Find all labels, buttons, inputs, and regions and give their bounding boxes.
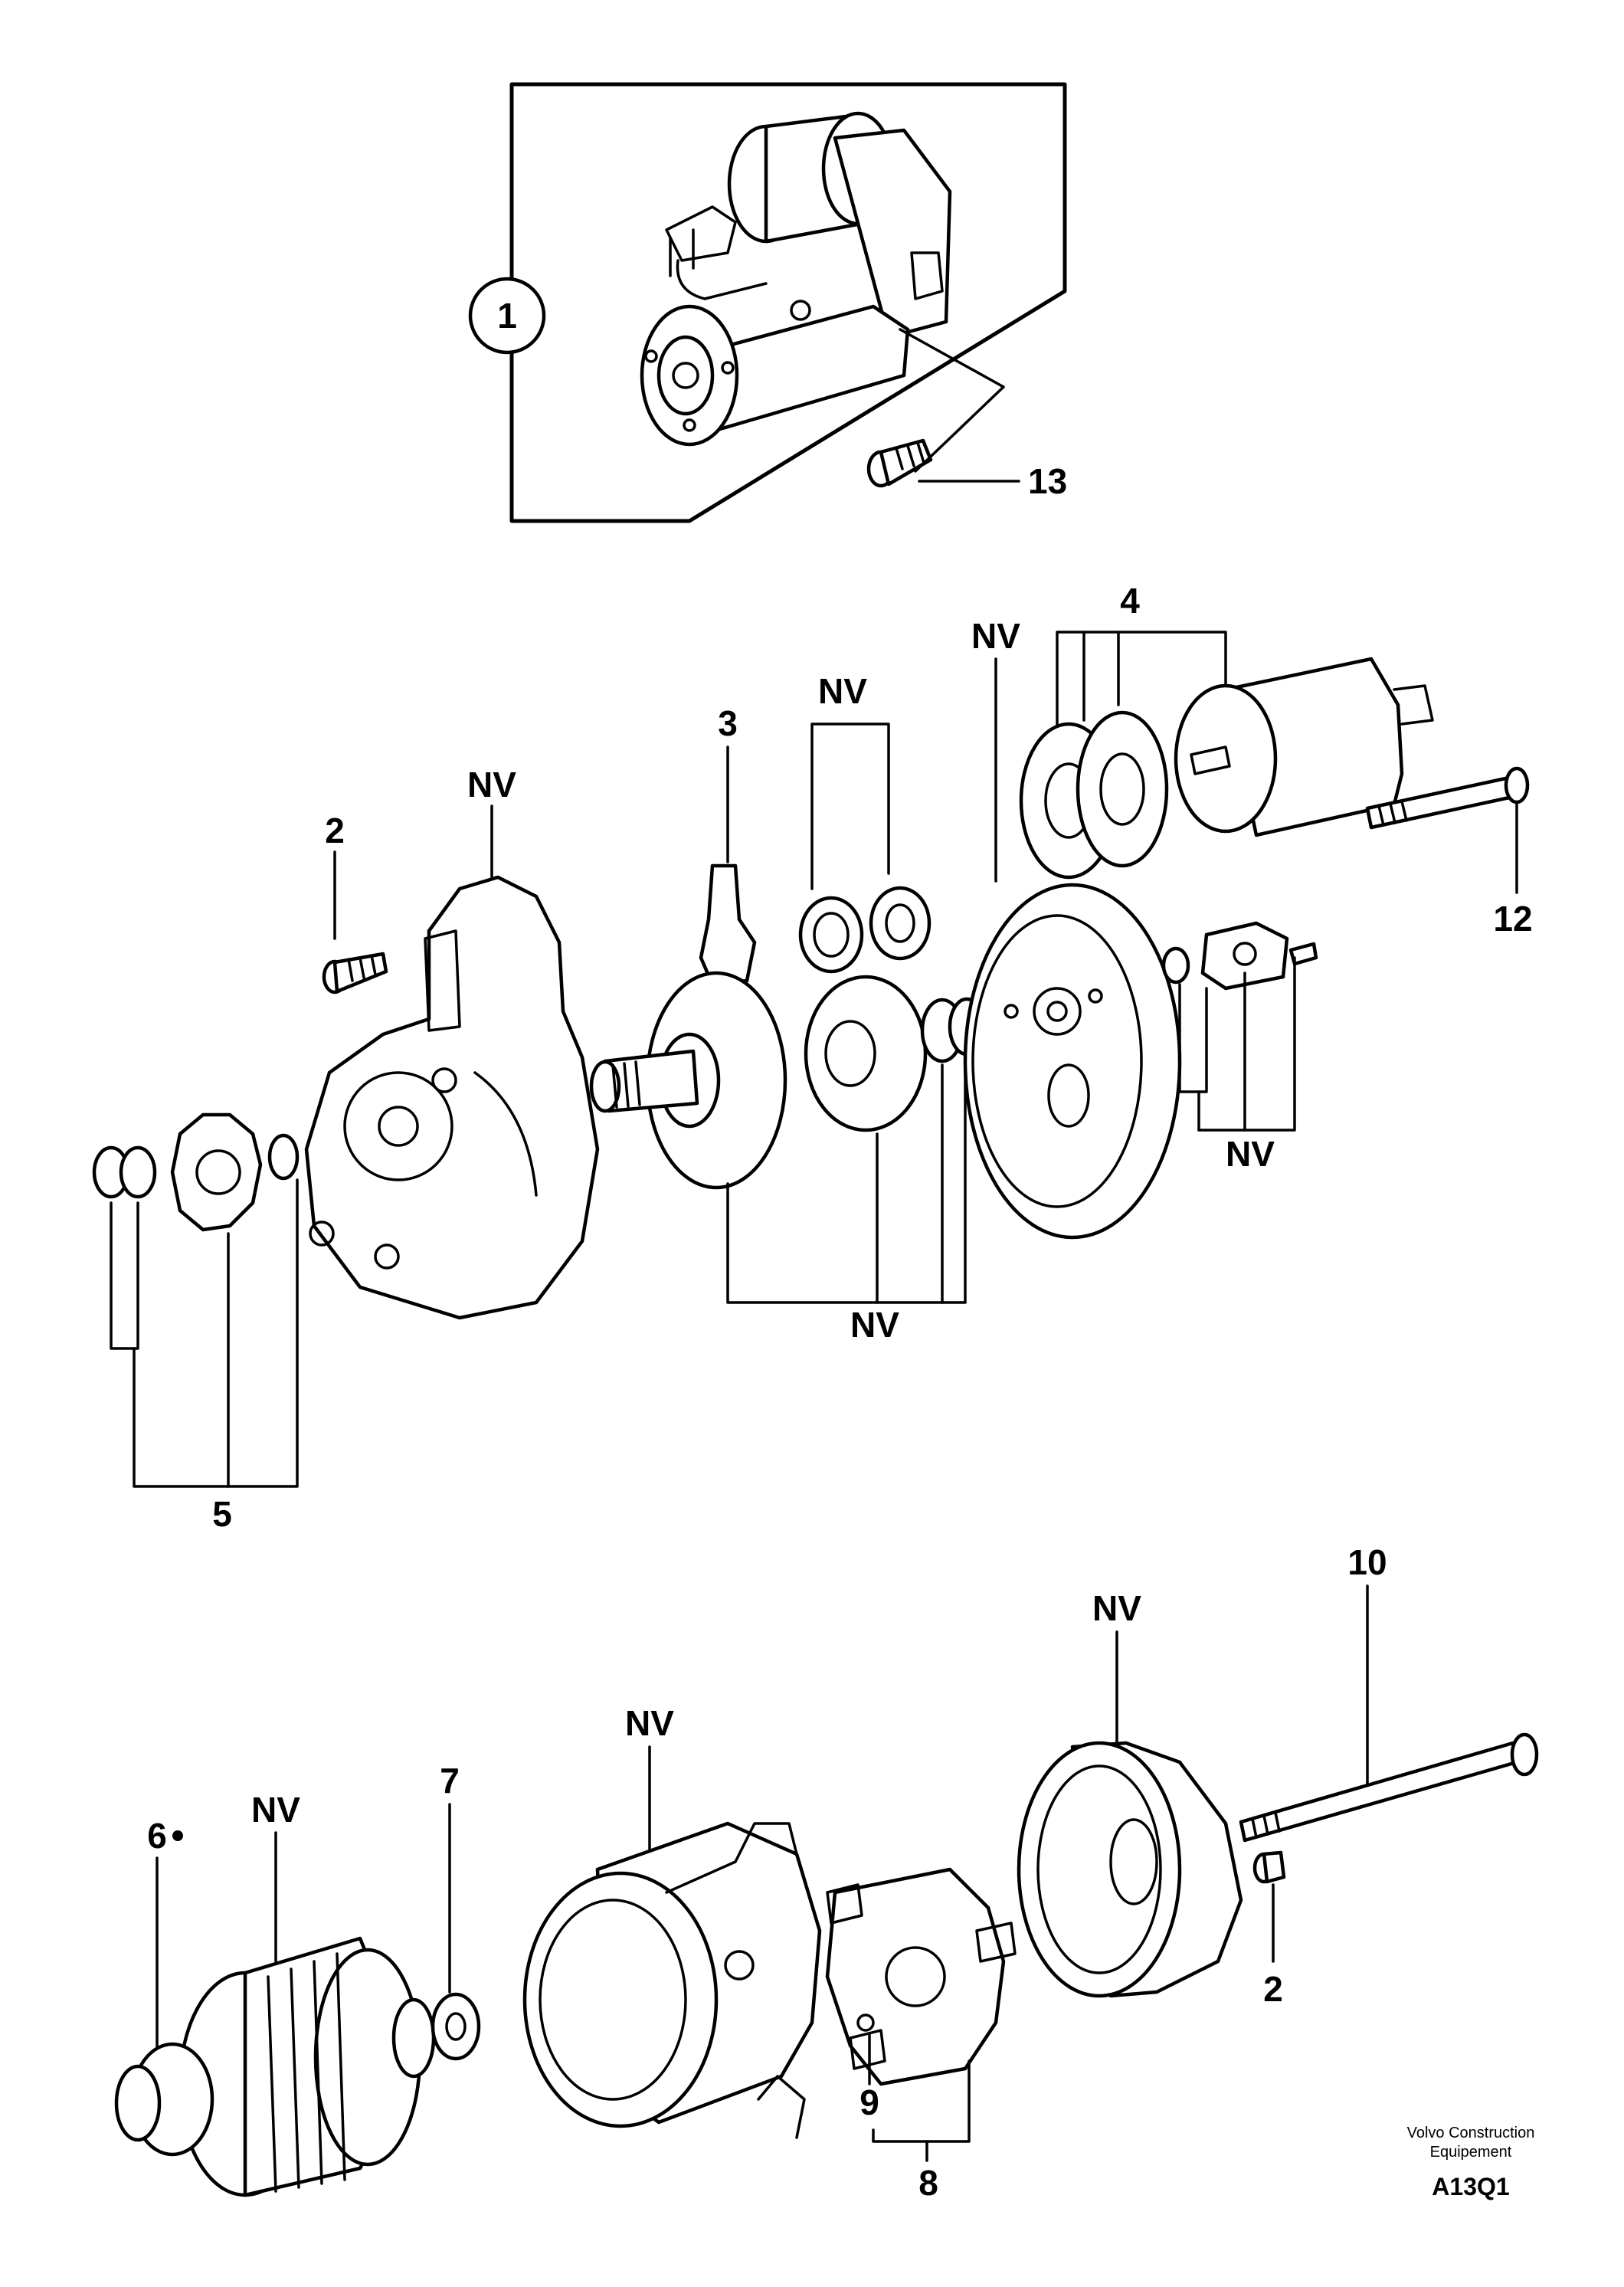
complete-starter-box: 1 13 bbox=[468, 82, 1067, 523]
label-4: 4 bbox=[1120, 581, 1140, 621]
drive-end-housing bbox=[304, 875, 600, 1320]
screw-2-top bbox=[322, 952, 388, 994]
label-8: 8 bbox=[918, 2163, 938, 2203]
label-9: 9 bbox=[859, 2082, 879, 2122]
label-12: 12 bbox=[1493, 899, 1532, 939]
label-nv-endcap: NV bbox=[1092, 1588, 1141, 1628]
bolt-12 bbox=[1365, 766, 1530, 830]
solenoid-4 bbox=[1019, 657, 1434, 880]
label-3: 3 bbox=[718, 703, 738, 743]
label-nv-brush: NV bbox=[1226, 1134, 1275, 1174]
bearing-7 bbox=[431, 1992, 481, 2061]
bolt-13-drawing bbox=[866, 438, 933, 488]
label-2-bottom: 2 bbox=[1263, 1969, 1283, 2009]
label-nv-center: NV bbox=[850, 1305, 899, 1345]
label-nv-housing: NV bbox=[467, 765, 516, 804]
armature bbox=[114, 1936, 436, 2197]
intermediate-frame bbox=[963, 883, 1182, 1240]
label-nv-armature: NV bbox=[251, 1790, 300, 1830]
intermediate-gear bbox=[804, 975, 986, 1132]
field-yoke bbox=[522, 1821, 822, 2139]
label-7: 7 bbox=[440, 1761, 460, 1800]
tie-bolt-10 bbox=[1239, 1732, 1539, 1843]
starter-motor-assembly bbox=[640, 111, 952, 447]
label-nv-frame: NV bbox=[971, 616, 1020, 656]
label-5: 5 bbox=[212, 1494, 232, 1534]
pinion-5-group: 5 bbox=[92, 1112, 300, 1534]
label-2-top: 2 bbox=[325, 811, 345, 850]
callout-circle-1 bbox=[468, 277, 546, 355]
brush-holder bbox=[825, 1867, 1017, 2086]
screw-2-bottom bbox=[1252, 1850, 1286, 1884]
label-1: 1 bbox=[497, 296, 517, 336]
brand-line-2: Equipement bbox=[1430, 2144, 1512, 2161]
end-cap bbox=[1017, 1741, 1243, 1998]
label-13: 13 bbox=[1028, 461, 1067, 501]
spring-and-collar bbox=[798, 886, 932, 974]
label-nv-spring: NV bbox=[818, 671, 867, 711]
brand-line-1: Volvo Construction bbox=[1407, 2125, 1535, 2141]
diagram-code: A13Q1 bbox=[1432, 2173, 1509, 2200]
label-6: 6 bbox=[147, 1816, 167, 1856]
lever-3-and-shaft bbox=[589, 863, 787, 1190]
label-nv-yoke: NV bbox=[625, 1703, 674, 1743]
marker-dot-icon bbox=[172, 1830, 183, 1841]
label-10: 10 bbox=[1347, 1542, 1387, 1582]
terminal-plate bbox=[1161, 921, 1318, 991]
